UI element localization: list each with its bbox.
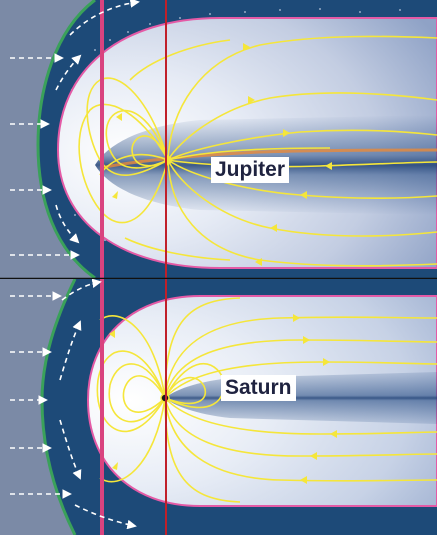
saturn-label: Saturn <box>221 375 296 401</box>
saturn-solar-wind-region <box>0 279 75 535</box>
jupiter-solar-wind-region <box>0 0 95 278</box>
saturn-field-lines <box>96 297 437 503</box>
saturn-solar-wind-arrows <box>10 279 137 530</box>
saturn-field-arrows <box>109 314 337 484</box>
jupiter-label: Jupiter <box>211 157 290 183</box>
jupiter-current-sheet <box>99 148 437 170</box>
saturn-panel <box>0 279 437 535</box>
jupiter-panel <box>0 0 437 278</box>
jupiter-field-arrows <box>112 43 332 266</box>
jupiter-solar-wind-arrows <box>10 0 140 260</box>
jupiter-bow-shock <box>36 0 96 278</box>
jupiter-field-lines <box>78 35 437 267</box>
